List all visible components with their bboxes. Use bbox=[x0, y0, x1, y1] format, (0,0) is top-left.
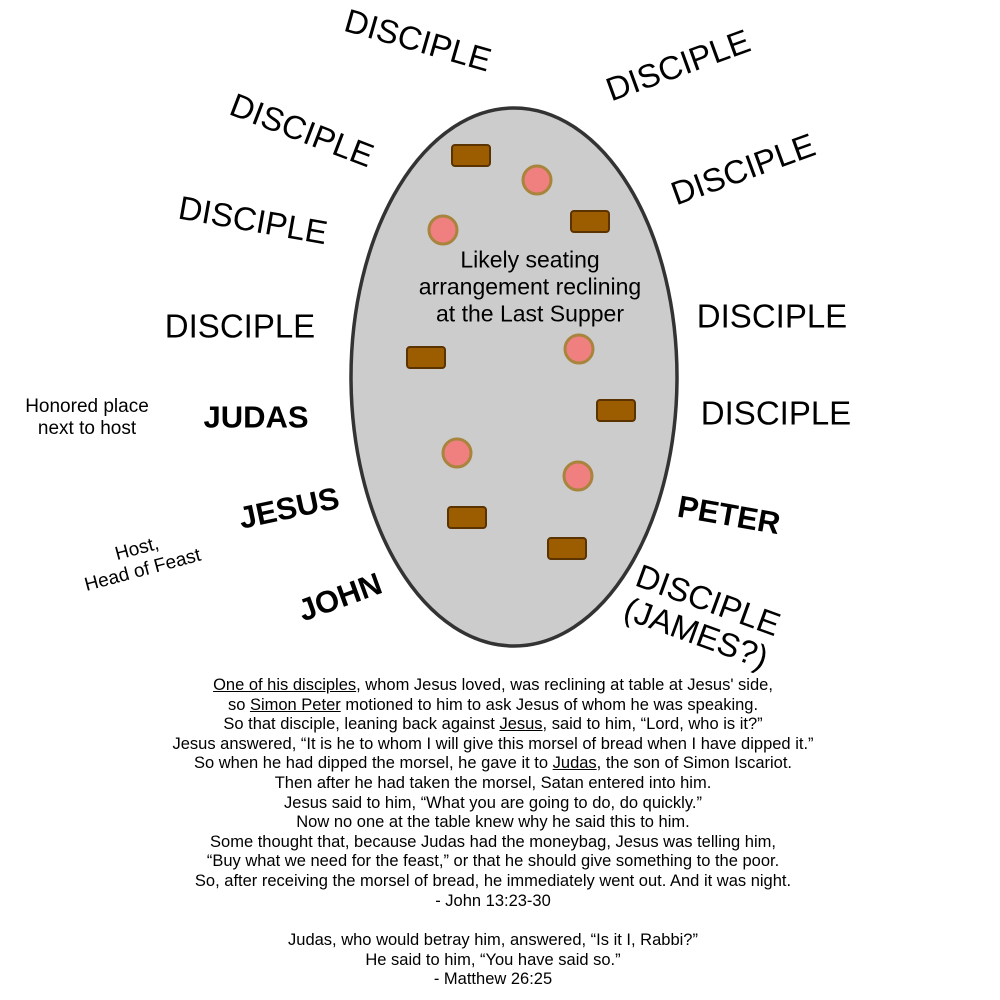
john-reference: - John 13:23-30 bbox=[435, 891, 551, 910]
seat-judas: JUDAS bbox=[203, 399, 309, 435]
cup bbox=[562, 460, 594, 492]
text: So that disciple, leaning back against bbox=[223, 715, 500, 734]
text: , said to him, “Lord, who is it?” bbox=[542, 715, 763, 734]
text: motioned to him to ask Jesus of whom he … bbox=[340, 695, 759, 714]
matthew-reference: - Matthew 26:25 bbox=[433, 970, 553, 989]
john-line: So, after receiving the morsel of bread,… bbox=[194, 871, 792, 890]
seat-disciple: DISCIPLE bbox=[164, 307, 316, 345]
seat-disciple: DISCIPLE bbox=[700, 394, 852, 432]
underlined-phrase: Judas bbox=[552, 754, 597, 773]
title-line: at the Last Supper bbox=[436, 300, 624, 327]
seat-disciple: DISCIPLE bbox=[696, 297, 848, 335]
john-line: Jesus said to him, “What you are going t… bbox=[284, 793, 702, 812]
john-line: Then after he had taken the morsel, Sata… bbox=[274, 773, 712, 792]
john-line: Jesus answered, “It is he to whom I will… bbox=[172, 734, 814, 753]
john-line: Some thought that, because Judas had the… bbox=[210, 832, 776, 851]
bread-pieces bbox=[406, 144, 636, 560]
bread-piece bbox=[547, 537, 587, 560]
underlined-phrase: Simon Peter bbox=[249, 695, 341, 714]
bread-piece bbox=[447, 506, 487, 529]
john-line: Now no one at the table knew why he said… bbox=[296, 813, 690, 832]
diagram-title: Likely seating arrangement reclining at … bbox=[419, 246, 641, 327]
john-line: “Buy what we need for the feast,” or tha… bbox=[206, 852, 780, 871]
text: , the son of Simon Iscariot. bbox=[596, 754, 793, 773]
matthew-line: He said to him, “You have said so.” bbox=[365, 950, 621, 969]
honored-place-note: Honored place next to host bbox=[25, 396, 149, 440]
text: so bbox=[227, 695, 250, 714]
scripture-quotes: One of his disciples, whom Jesus loved, … bbox=[0, 676, 986, 990]
bread-piece bbox=[570, 210, 610, 233]
underlined-phrase: Jesus bbox=[499, 715, 543, 734]
title-line: arrangement reclining bbox=[418, 273, 642, 300]
bread-piece bbox=[406, 346, 446, 369]
cup bbox=[563, 333, 595, 365]
john-line: so Simon Peter motioned to him to ask Je… bbox=[0, 696, 986, 716]
cup bbox=[427, 214, 459, 246]
text: So when he had dipped the morsel, he gav… bbox=[193, 754, 553, 773]
underlined-phrase: One of his disciples bbox=[213, 676, 357, 694]
cups bbox=[427, 164, 595, 492]
cup bbox=[441, 437, 473, 469]
bread-piece bbox=[596, 399, 636, 422]
text: , whom Jesus loved, was reclining at tab… bbox=[356, 676, 773, 694]
john-line: So that disciple, leaning back against J… bbox=[0, 715, 986, 735]
cup bbox=[521, 164, 553, 196]
john-line: So when he had dipped the morsel, he gav… bbox=[0, 754, 986, 774]
note-line: Honored place bbox=[25, 396, 149, 418]
bread-piece bbox=[451, 144, 491, 167]
table-ellipse bbox=[349, 106, 679, 648]
note-line: next to host bbox=[37, 418, 137, 439]
john-line: One of his disciples, whom Jesus loved, … bbox=[0, 676, 986, 696]
title-line: Likely seating bbox=[460, 246, 600, 273]
spacer bbox=[0, 911, 986, 931]
matthew-line: Judas, who would betray him, answered, “… bbox=[288, 931, 698, 950]
